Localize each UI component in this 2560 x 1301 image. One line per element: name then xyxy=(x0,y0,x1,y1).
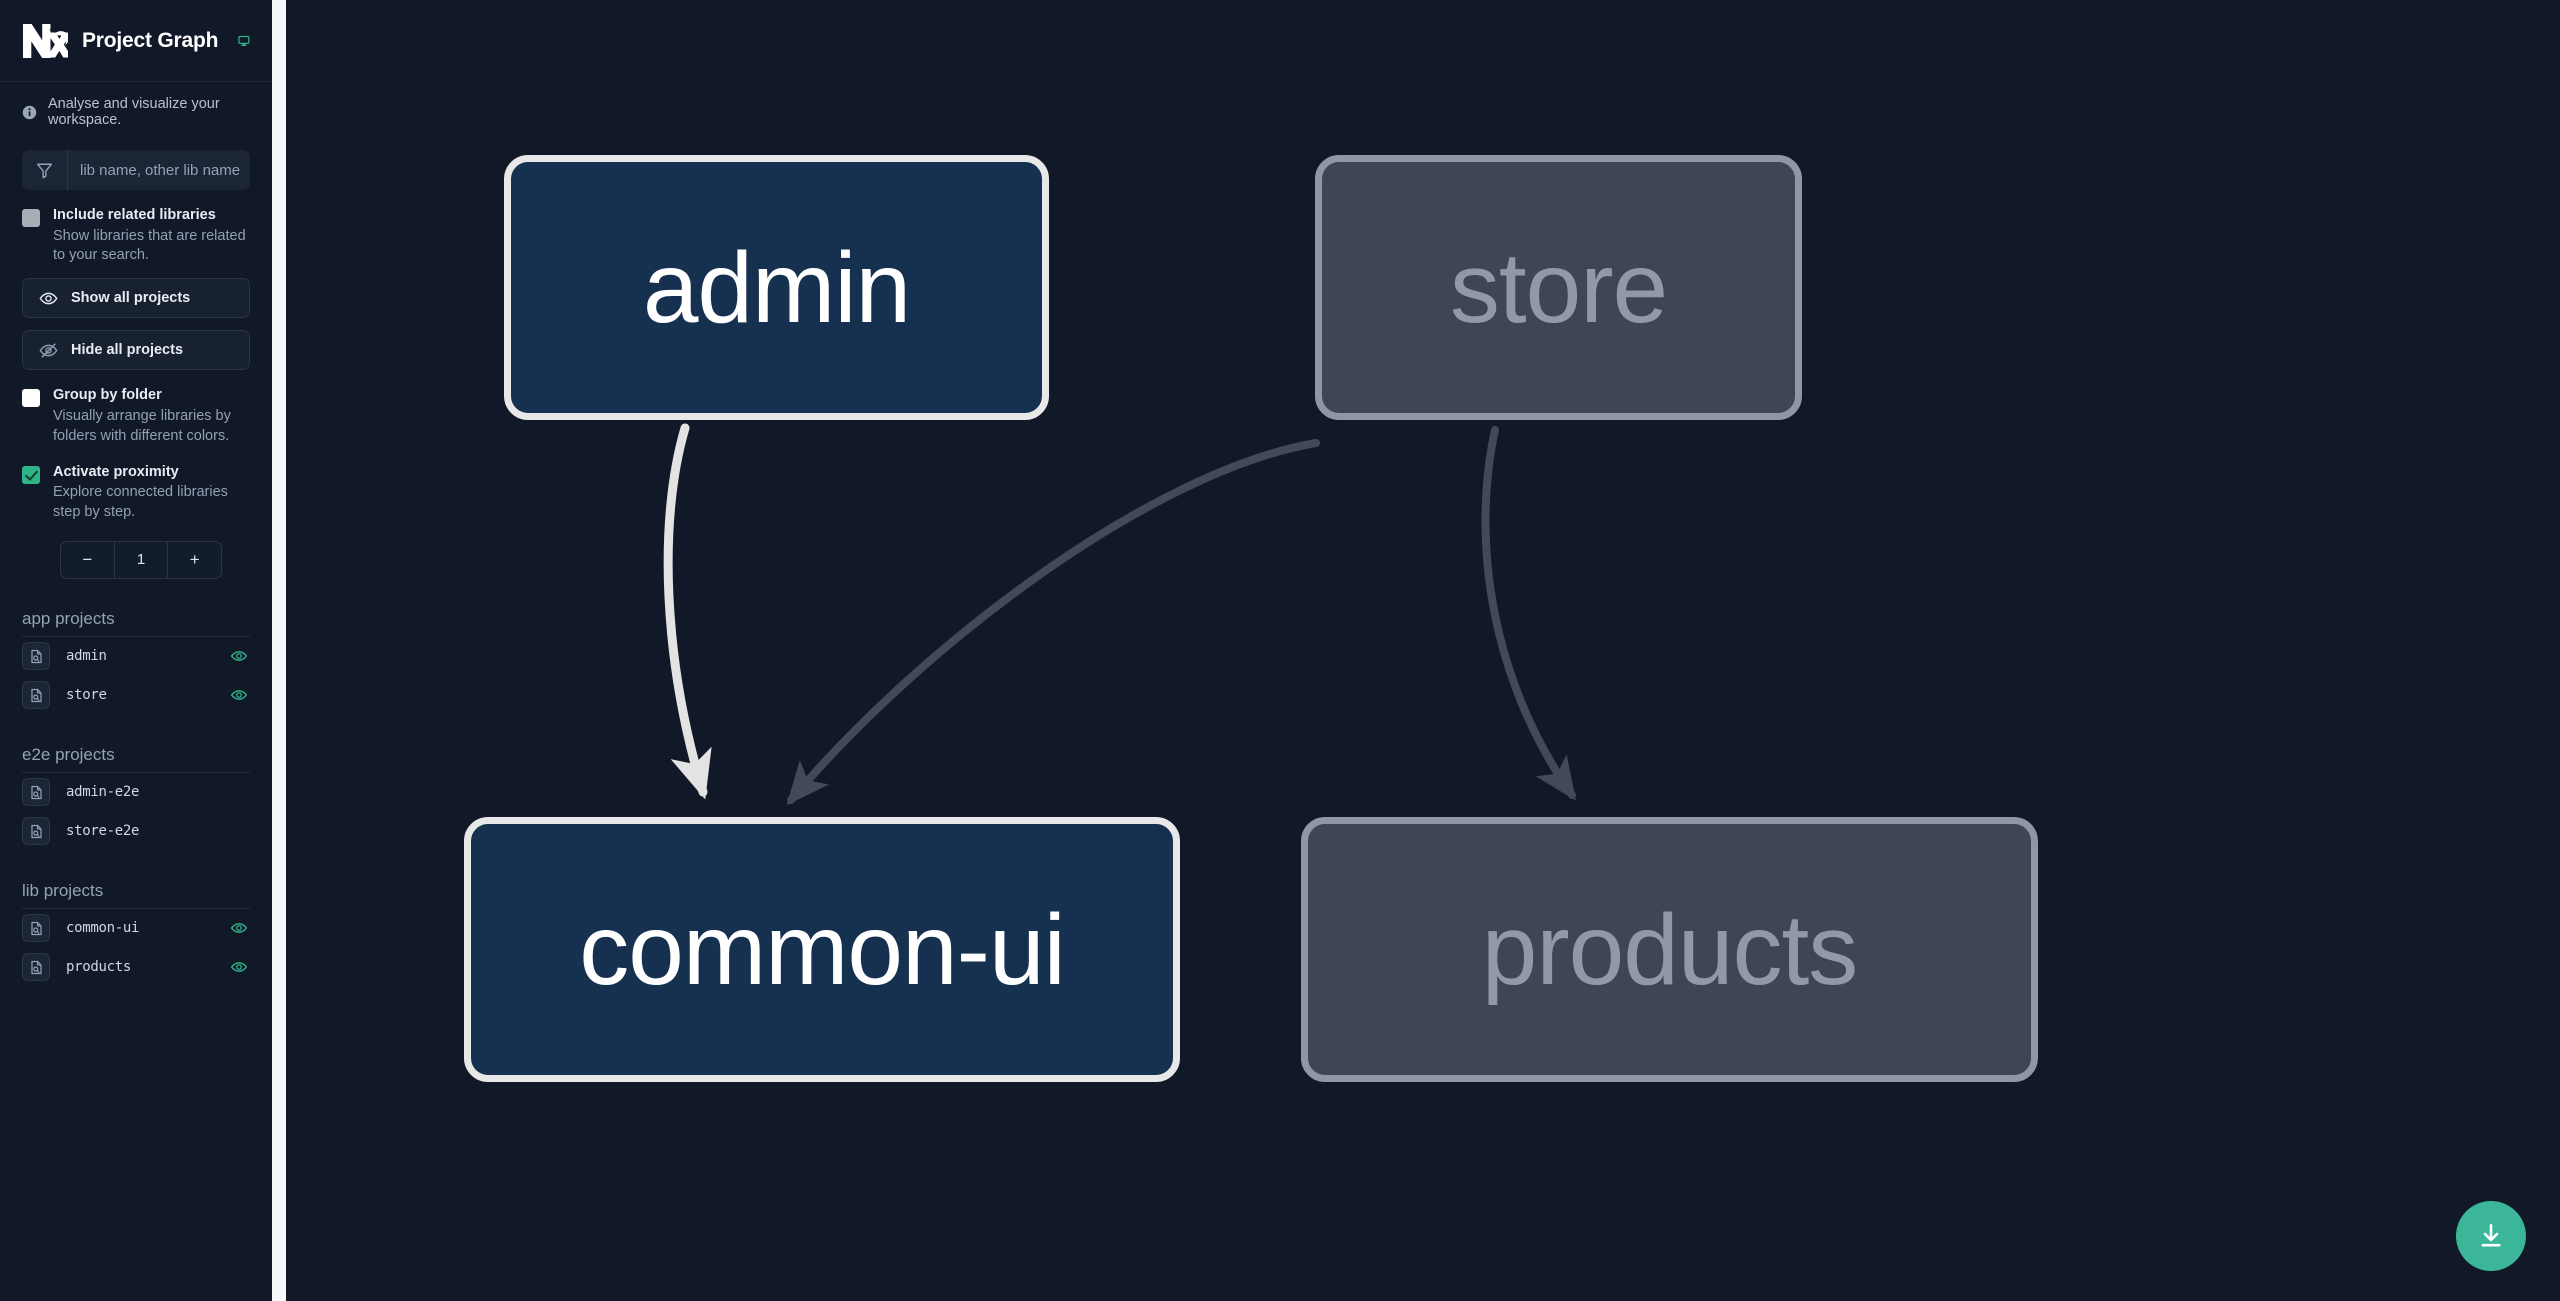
monitor-icon[interactable] xyxy=(238,31,250,51)
proximity-decrement-button[interactable]: − xyxy=(82,549,93,569)
show-all-projects-label: Show all projects xyxy=(71,290,191,307)
project-name: store-e2e xyxy=(66,823,140,840)
project-visibility-placeholder xyxy=(230,783,248,801)
search-row xyxy=(22,150,250,190)
group-by-folder-description: Visually arrange libraries by folders wi… xyxy=(53,407,231,444)
graph-node-common-ui[interactable]: common-ui xyxy=(464,817,1180,1082)
project-visibility-eye-icon[interactable] xyxy=(230,919,248,937)
graph-node-label: products xyxy=(1481,893,1859,1006)
graph-node-products[interactable]: products xyxy=(1301,817,2038,1082)
activate-proximity-description: Explore connected libraries step by step… xyxy=(53,484,228,520)
project-name: products xyxy=(66,959,132,976)
search-input[interactable] xyxy=(68,150,250,190)
download-icon xyxy=(2481,1223,2501,1247)
graph-node-label: store xyxy=(1449,231,1668,344)
hide-all-projects-button[interactable]: Hide all projects xyxy=(22,330,250,371)
project-groups: app projects admin store e2e projects admin-… xyxy=(22,609,250,987)
include-related-checkbox[interactable] xyxy=(22,209,40,227)
page-title: Project Graph xyxy=(82,28,219,52)
project-file-icon xyxy=(22,914,50,943)
activate-proximity-checkbox[interactable] xyxy=(22,465,40,484)
edge-store-to-products xyxy=(1481,426,1576,801)
info-icon xyxy=(22,105,37,119)
project-group-title: app projects xyxy=(22,609,250,637)
edge-store-to-common-ui xyxy=(786,439,1320,806)
show-all-projects-button[interactable]: Show all projects xyxy=(22,278,250,319)
include-related-label: Include related libraries xyxy=(53,207,216,223)
project-name: admin xyxy=(66,648,107,665)
proximity-increment-button[interactable]: + xyxy=(189,549,200,569)
project-file-icon xyxy=(22,681,50,710)
project-visibility-eye-icon[interactable] xyxy=(230,686,248,704)
project-visibility-eye-icon[interactable] xyxy=(230,647,248,665)
project-group-title: lib projects xyxy=(22,881,250,909)
project-file-icon xyxy=(22,817,50,846)
nx-logo-icon xyxy=(23,23,68,58)
project-group: lib projects common-ui products xyxy=(22,881,250,987)
eye-off-icon xyxy=(39,343,58,358)
project-list-item[interactable]: admin xyxy=(22,637,250,676)
graph-node-label: common-ui xyxy=(579,893,1066,1006)
graph-edges xyxy=(663,423,1576,806)
project-list-item[interactable]: products xyxy=(22,948,250,987)
include-related-description: Show libraries that are related to your … xyxy=(53,227,246,264)
project-file-icon xyxy=(22,778,50,807)
project-file-icon xyxy=(22,642,50,671)
project-list-item[interactable]: admin-e2e xyxy=(22,773,250,812)
edge-admin-to-common-ui xyxy=(663,423,712,800)
tagline: Analyse and visualize your workspace. xyxy=(0,82,272,136)
graph-node-store[interactable]: store xyxy=(1315,155,1802,420)
graph-node-label: admin xyxy=(642,231,911,344)
proximity-stepper: − 1 + xyxy=(60,540,222,579)
option-activate-proximity[interactable]: Activate proximity Explore connected lib… xyxy=(22,463,250,523)
download-graph-button[interactable] xyxy=(2456,1201,2526,1271)
project-name: store xyxy=(66,687,107,704)
project-file-icon xyxy=(22,953,50,982)
sidebar-resize-handle[interactable] xyxy=(272,0,286,1301)
filter-funnel-icon[interactable] xyxy=(22,150,68,190)
sidebar-header: Project Graph xyxy=(0,0,272,82)
project-list-item[interactable]: store xyxy=(22,676,250,715)
project-name: admin-e2e xyxy=(66,784,140,801)
project-group: e2e projects admin-e2e store-e2e xyxy=(22,745,250,851)
proximity-value: 1 xyxy=(113,541,169,578)
eye-icon xyxy=(39,292,58,305)
project-list-item[interactable]: common-ui xyxy=(22,909,250,948)
activate-proximity-label: Activate proximity xyxy=(53,463,179,480)
graph-node-admin[interactable]: admin xyxy=(504,155,1049,420)
group-by-folder-checkbox[interactable] xyxy=(22,389,40,408)
project-visibility-placeholder xyxy=(230,822,248,840)
option-group-by-folder[interactable]: Group by folder Visually arrange librari… xyxy=(22,386,250,446)
project-group: app projects admin store xyxy=(22,609,250,715)
group-by-folder-label: Group by folder xyxy=(53,387,162,404)
sidebar: Project Graph Analyse and visualize your… xyxy=(0,0,272,1301)
option-include-related-libraries[interactable]: Include related libraries Show libraries… xyxy=(22,206,250,266)
project-visibility-eye-icon[interactable] xyxy=(230,958,248,976)
project-name: common-ui xyxy=(66,920,140,937)
project-list-item[interactable]: store-e2e xyxy=(22,812,250,851)
project-group-title: e2e projects xyxy=(22,745,250,773)
graph-canvas[interactable]: admin store common-ui products xyxy=(286,0,2560,1301)
tagline-text: Analyse and visualize your workspace. xyxy=(48,96,220,128)
hide-all-projects-label: Hide all projects xyxy=(71,342,184,359)
